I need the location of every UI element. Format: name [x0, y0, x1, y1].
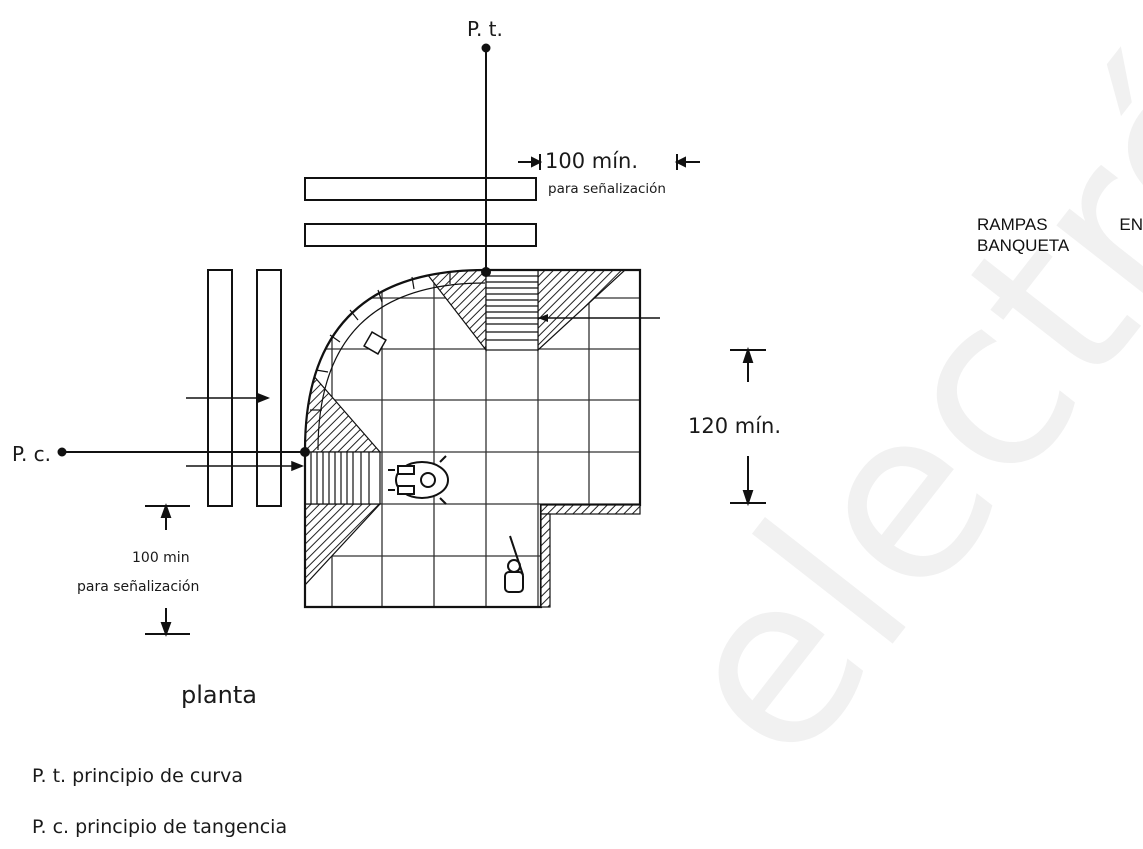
building-wall [540, 504, 641, 608]
legend-pt: P. t. principio de curva [32, 765, 244, 787]
sidewalk-plan [305, 270, 640, 607]
ramp-top-run [485, 270, 539, 351]
pt-label: P. t. [467, 17, 503, 41]
dim-left-value: 100 min [132, 550, 190, 566]
view-name-label: planta [181, 681, 257, 709]
dim-top-arrows [518, 154, 700, 170]
watermark: electrónico [619, 0, 1143, 809]
dim-top-value: 100 mín. [545, 149, 638, 173]
ramp-top-edge-arrowhead [538, 314, 548, 322]
blind-person-with-cane-icon [504, 535, 524, 593]
dim-right-arrows [730, 346, 766, 507]
crosswalk-top [304, 177, 537, 247]
wheelchair-user-icon [388, 455, 449, 505]
pc-label: P. c. [12, 442, 51, 466]
dim-left-note: para señalización [77, 579, 199, 595]
side-title: RAMPAS EN BANQUETA [977, 215, 1143, 255]
curved-curb [303, 268, 486, 451]
legend-pc: P. c. principio de tangencia [32, 816, 288, 838]
dim-right-value: 120 mín. [688, 414, 781, 438]
pc-axis [57, 447, 310, 457]
pt-axis [481, 43, 491, 277]
dim-left-arrows [145, 503, 190, 637]
dim-top-note: para señalización [548, 181, 666, 197]
crosswalk-left [207, 269, 282, 507]
watermark-text: electrónico [619, 0, 1143, 809]
crosswalk-left-callouts [186, 392, 305, 472]
